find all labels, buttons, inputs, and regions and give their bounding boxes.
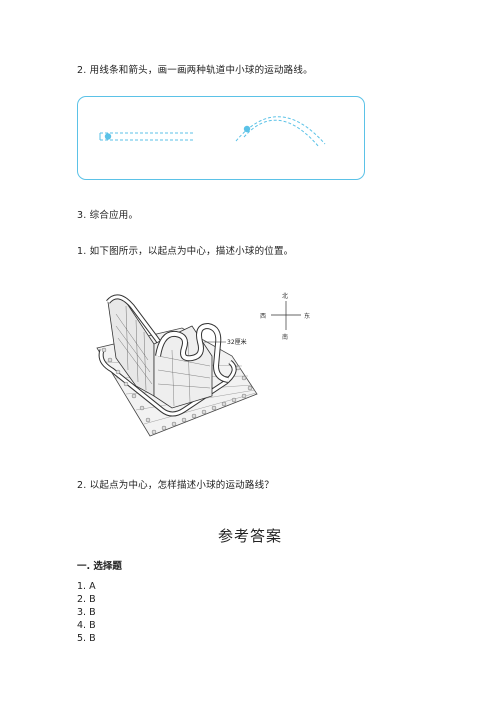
compass-south: 南 [282,334,289,341]
compass-rose: 北 南 西 东 [256,288,316,348]
question-track-drawing: 2. 用线条和箭头，画一画两种轨道中小球的运动路线。 [77,65,313,76]
compass-east: 东 [304,313,311,320]
straight-track [99,132,194,141]
compass-cross [271,301,301,330]
question-describe-position: 1. 如下图所示，以起点为中心，描述小球的位置。 [77,246,294,257]
compass-west: 西 [260,313,267,320]
track-diagrams [99,116,326,148]
block-track-illustration: 32厘米 [96,294,258,437]
answer-item: 5. B [77,633,96,644]
answers-title: 参考答案 [217,527,282,545]
answer-item: 4. B [77,620,96,631]
curved-track [235,116,326,148]
track-drawing-box [77,96,365,180]
answer-item: 2. B [77,594,96,605]
ball-straight [104,133,112,140]
answer-item: 3. B [77,607,96,618]
distance-label: 32厘米 [227,338,247,346]
answer-item: 1. A [77,581,96,592]
question-comprehensive: 3. 综合应用。 [77,210,139,221]
answers-section-title: 一. 选择题 [77,561,122,572]
ball-curved [243,125,251,133]
question-describe-route: 2. 以起点为中心，怎样描述小球的运动路线？ [77,480,274,491]
compass-north: 北 [282,293,289,300]
